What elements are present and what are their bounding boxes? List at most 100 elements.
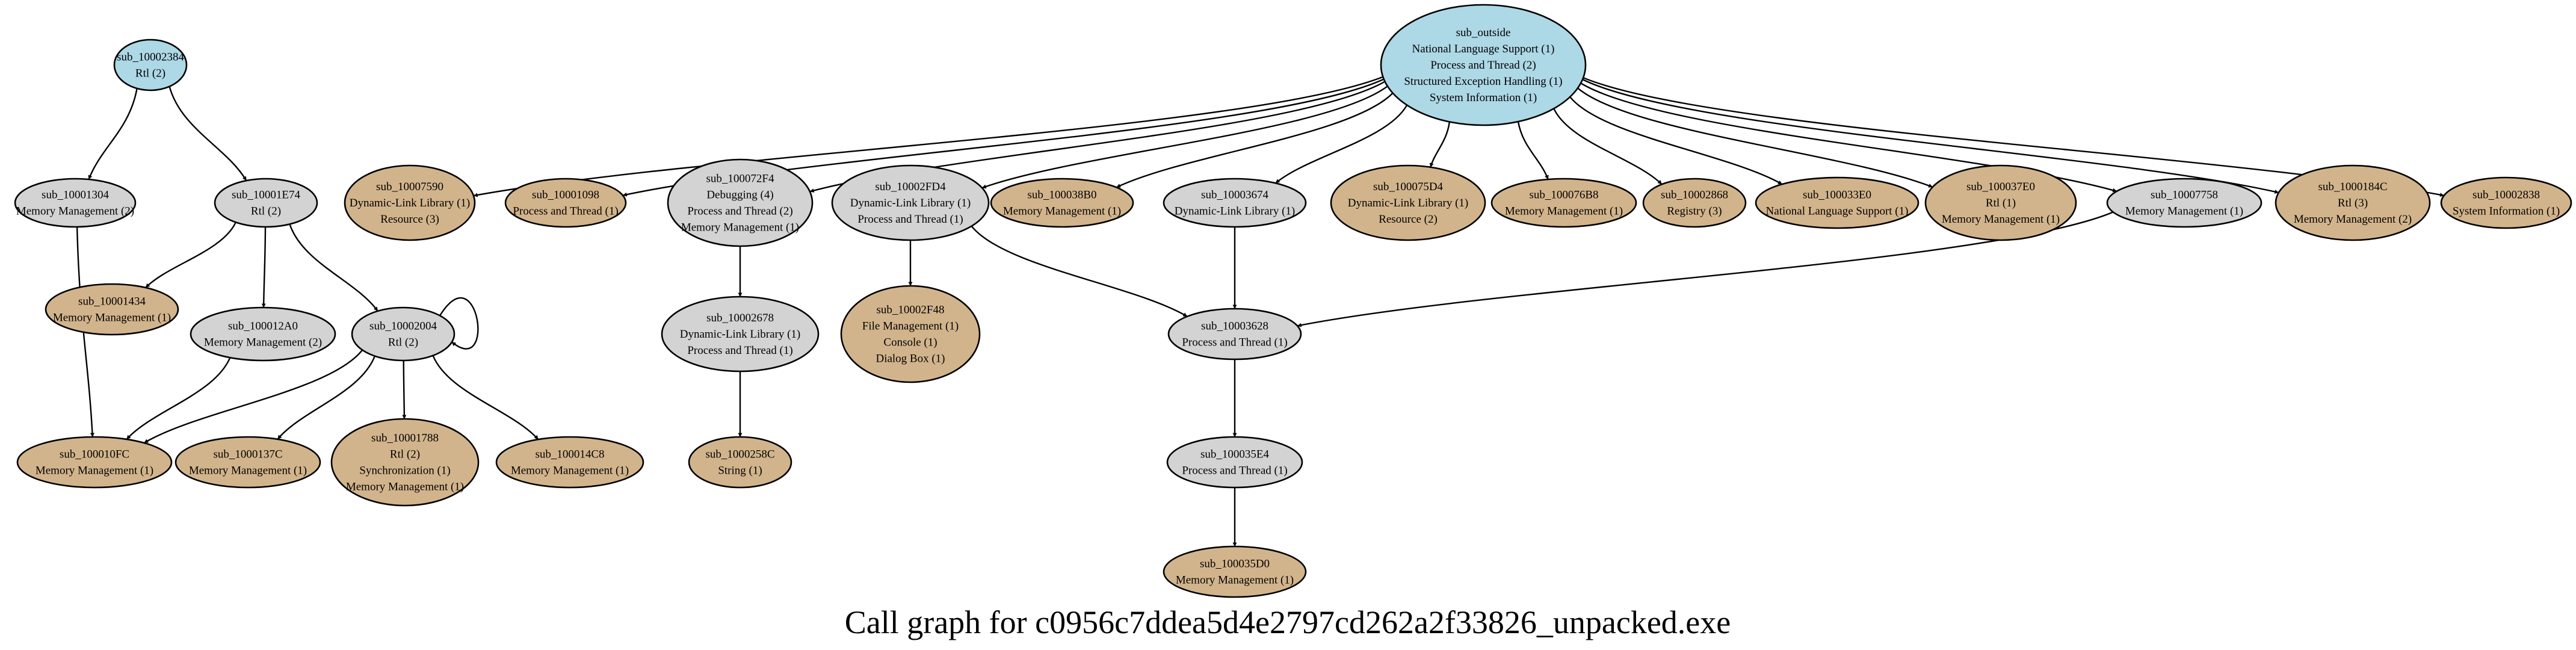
- node-name: sub_100072F4: [706, 173, 774, 185]
- node-api-category: String (1): [718, 465, 762, 477]
- node-ellipse: [214, 178, 318, 228]
- node-api-category: Memory Management (1): [681, 221, 799, 234]
- edge: [439, 297, 479, 350]
- edge-sub_outside-to-sub_100038B0: [1116, 92, 1394, 188]
- node-ellipse: [1330, 164, 1486, 241]
- node-api-category: Dynamic-Link Library (1): [350, 197, 470, 209]
- node-ellipse: [495, 436, 644, 489]
- node-name: sub_100076B8: [1529, 189, 1598, 202]
- edge-sub_10002FD4-to-sub_10003628: [971, 225, 1188, 317]
- node-api-category: Rtl (3): [2338, 197, 2368, 209]
- node-api-category: Resource (2): [1379, 213, 1438, 226]
- edge: [971, 225, 1188, 317]
- node-ellipse: [990, 178, 1134, 228]
- node-ellipse: [14, 178, 137, 228]
- node-ellipse: [1163, 178, 1307, 228]
- node-name: sub_100075D4: [1373, 181, 1444, 193]
- node-api-category: Rtl (2): [135, 67, 165, 80]
- node-ellipse: [1755, 176, 1920, 229]
- node-ellipse: [2440, 176, 2572, 229]
- node-api-category: Debugging (4): [706, 189, 773, 202]
- node-api-category: Memory Management (1): [53, 312, 171, 324]
- node-name: sub_10001E74: [232, 189, 301, 202]
- edge-sub_10002004-to-sub_1000137C: [277, 356, 376, 440]
- node-api-category: Process and Thread (1): [857, 213, 963, 226]
- node-name: sub_100012A0: [228, 320, 298, 333]
- node-name: sub_10002384: [117, 51, 184, 64]
- node-api-category: Structured Exception Handling (1): [1404, 75, 1562, 88]
- edge-sub_10002004-to-sub_10002004: [439, 297, 479, 350]
- node-api-category: Memory Management (2): [2294, 213, 2412, 226]
- node-ellipse: [1167, 308, 1302, 361]
- node-name: sub_100038B0: [1027, 189, 1096, 202]
- node-ellipse: [16, 436, 173, 489]
- node-ellipse: [1490, 178, 1637, 228]
- edge-sub_outside-to-sub_10007590: [473, 76, 1383, 197]
- node-ellipse: [1642, 178, 1747, 228]
- node-api-category: Dynamic-Link Library (1): [1348, 197, 1468, 209]
- node-ellipse: [831, 164, 990, 241]
- node-ellipse: [2275, 164, 2431, 241]
- node-ellipse: [344, 164, 476, 241]
- node-ellipse: [667, 158, 814, 247]
- edge: [126, 357, 231, 440]
- edge-sub_10002004-to-sub_100010FC: [143, 349, 363, 444]
- node-api-category: Memory Management (1): [1505, 205, 1623, 218]
- node-name: sub_100037E0: [1966, 181, 2035, 193]
- node-name: sub_10002FD4: [875, 181, 946, 193]
- node-api-category: Process and Thread (2): [1430, 59, 1536, 72]
- edge: [289, 224, 378, 312]
- node-api-category: Memory Management (1): [346, 481, 464, 494]
- node-name: sub_10002678: [706, 312, 774, 324]
- edge-sub_10001E74-to-sub_10002004: [289, 224, 378, 312]
- node-ellipse: [330, 418, 480, 507]
- node-ellipse: [1166, 436, 1303, 489]
- node-ellipse: [113, 39, 188, 91]
- node-name: sub_10007590: [376, 181, 443, 193]
- edge-sub_100012A0-to-sub_100010FC: [126, 357, 231, 440]
- node-api-category: Rtl (2): [388, 336, 418, 349]
- node-ellipse: [661, 296, 820, 373]
- node-api-category: Process and Thread (1): [1182, 336, 1287, 349]
- edge: [1569, 96, 1783, 185]
- node-name: sub_100033E0: [1803, 189, 1871, 202]
- edge: [473, 76, 1383, 197]
- edge-sub_outside-to-sub_100033E0: [1569, 96, 1783, 185]
- node-ellipse: [45, 283, 179, 336]
- edge: [1517, 121, 1549, 180]
- node-ellipse: [1163, 545, 1307, 598]
- node-ellipse: [1924, 164, 2077, 241]
